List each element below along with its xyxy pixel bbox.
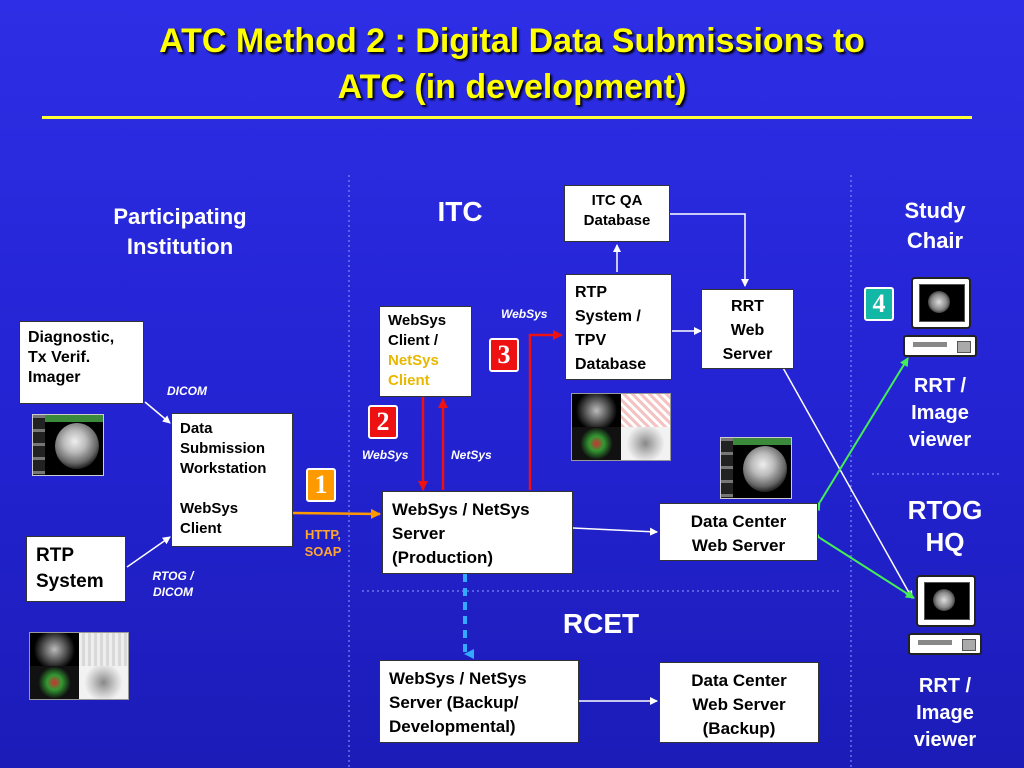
backup-server-line3: Developmental) — [389, 717, 516, 736]
label-dicom: DICOM — [167, 384, 207, 398]
dc-web-line2: Web Server — [691, 536, 786, 555]
prod-server-line2: Server — [392, 524, 445, 543]
dsw-line3: Workstation — [180, 460, 267, 477]
rrt-web-line3: Server — [722, 346, 773, 363]
rrt-web-server-box: RRT Web Server — [701, 289, 794, 369]
title-line-1: ATC Method 2 : Digital Data Submissions … — [159, 22, 865, 60]
title-line-2: ATC (in development) — [337, 68, 687, 106]
diagnostic-line1: Diagnostic, — [28, 329, 115, 346]
dc-backup-line3: (Backup) — [702, 719, 776, 738]
rtp-tpv-line3: TPV — [575, 332, 607, 349]
section-study-chair: Study Chair — [880, 196, 990, 256]
mri-scan-thumbnail-itc — [720, 437, 792, 499]
diagnostic-imager-box: Diagnostic, Tx Verif. Imager — [19, 321, 144, 404]
treatment-plan-thumbnail — [29, 632, 129, 700]
arrow-prod-to-dc — [572, 527, 658, 536]
arrow-rtp-to-dsw — [126, 536, 171, 568]
dsw-line5: Client — [180, 520, 222, 537]
rtp-tpv-line4: Database — [575, 356, 647, 373]
rtp-tpv-database-box: RTP System / TPV Database — [565, 274, 672, 380]
section-itc: ITC — [437, 196, 483, 227]
section-rcet: RCET — [562, 608, 640, 639]
section-rtog-hq-line2: HQ — [925, 527, 965, 557]
rtp-system-box: RTP System — [26, 536, 126, 602]
backup-server-box: WebSys / NetSys Server (Backup/ Developm… — [379, 660, 579, 743]
rrt-web-line2: Web — [730, 322, 765, 339]
label-websys-top: WebSys — [501, 307, 548, 321]
itc-qa-database-box: ITC QA Database — [564, 185, 670, 242]
mri-scan-thumbnail — [32, 414, 104, 476]
websys-client-line1: WebSys — [388, 312, 447, 329]
rtp-system-line1: RTP — [36, 545, 74, 566]
label-http-line1: HTTP, — [305, 527, 341, 542]
arrow-dc-to-chair-viewer — [811, 357, 909, 512]
backup-server-line2: Server (Backup/ — [389, 693, 519, 712]
arrow-http-soap — [292, 508, 381, 519]
treatment-plan-thumbnail-itc — [571, 393, 671, 461]
section-participating-line2: Institution — [126, 234, 234, 259]
diagnostic-line3: Imager — [28, 369, 81, 386]
production-server-box: WebSys / NetSys Server (Production) — [382, 491, 573, 574]
section-study-chair-line2: Chair — [906, 228, 964, 253]
label-websys-left: WebSys — [362, 448, 409, 462]
hq-viewer-line1: RRT / — [918, 675, 972, 697]
websys-client-box: WebSys Client / NetSys Client — [379, 306, 472, 397]
workstation-computer-icon-hq — [908, 575, 984, 657]
prod-server-line3: (Production) — [392, 548, 494, 567]
step-badge-4: 4 — [864, 287, 894, 321]
section-participating-line1: Participating — [113, 204, 247, 229]
hq-viewer-line2: Image — [916, 702, 974, 724]
rtp-system-line2: System — [36, 571, 104, 592]
data-submission-workstation-box: Data Submission Workstation WebSys Clien… — [171, 413, 293, 547]
chair-viewer-line1: RRT / — [913, 375, 967, 397]
dsw-line1: Data — [180, 420, 213, 437]
backup-server-line1: WebSys / NetSys — [389, 669, 527, 688]
rtog-hq-viewer-label: RRT / Image viewer — [895, 673, 995, 754]
chair-viewer-line2: Image — [911, 402, 969, 424]
step-badge-2: 2 — [368, 405, 398, 439]
step-badge-3: 3 — [489, 338, 519, 372]
step-badge-1: 1 — [306, 468, 336, 502]
section-rtog-hq-line1: RTOG — [907, 495, 983, 525]
label-http-line2: SOAP — [304, 544, 342, 559]
page-title: ATC Method 2 : Digital Data Submissions … — [0, 18, 1024, 110]
dsw-line4: WebSys — [180, 500, 239, 517]
dc-backup-line2: Web Server — [692, 695, 786, 714]
section-rtog-hq: RTOG HQ — [895, 494, 995, 558]
hq-viewer-line3: viewer — [913, 729, 977, 751]
websys-client-line3: NetSys — [388, 352, 439, 369]
title-underline — [42, 116, 972, 119]
itc-qa-line1: ITC QA — [591, 192, 643, 209]
label-netsys: NetSys — [451, 448, 492, 462]
section-study-chair-line1: Study — [904, 198, 966, 223]
label-rtog-dicom-line1: RTOG / — [152, 569, 194, 583]
websys-client-line4: Client — [388, 372, 430, 389]
data-center-backup-box: Data Center Web Server (Backup) — [659, 662, 819, 743]
dc-backup-line1: Data Center — [691, 671, 787, 690]
study-chair-viewer-label: RRT / Image viewer — [890, 373, 990, 454]
arrow-websys-to-tpv — [528, 330, 563, 490]
workstation-computer-icon — [903, 277, 979, 359]
rtp-tpv-line1: RTP — [575, 284, 607, 301]
prod-server-line1: WebSys / NetSys — [392, 500, 530, 519]
arrow-dc-to-hq-viewer — [810, 529, 915, 599]
dc-web-line1: Data Center — [690, 512, 787, 531]
arrow-imager-to-dsw — [144, 401, 171, 424]
section-participating-institution: Participating Institution — [90, 202, 270, 262]
chair-viewer-line3: viewer — [908, 429, 972, 451]
rrt-web-line1: RRT — [731, 298, 764, 315]
websys-client-line2: Client / — [388, 332, 439, 349]
label-http-soap: HTTP, SOAP — [296, 526, 350, 560]
dsw-line2: Submission — [180, 440, 266, 457]
itc-qa-line2: Database — [583, 212, 651, 229]
arrow-qa-to-rrt — [670, 213, 749, 287]
rtp-tpv-line2: System / — [575, 308, 641, 325]
data-center-web-server-box: Data Center Web Server — [659, 503, 818, 561]
diagnostic-line2: Tx Verif. — [28, 349, 91, 366]
label-rtog-dicom-line2: DICOM — [153, 585, 193, 599]
label-rtog-dicom: RTOG / DICOM — [143, 568, 203, 600]
